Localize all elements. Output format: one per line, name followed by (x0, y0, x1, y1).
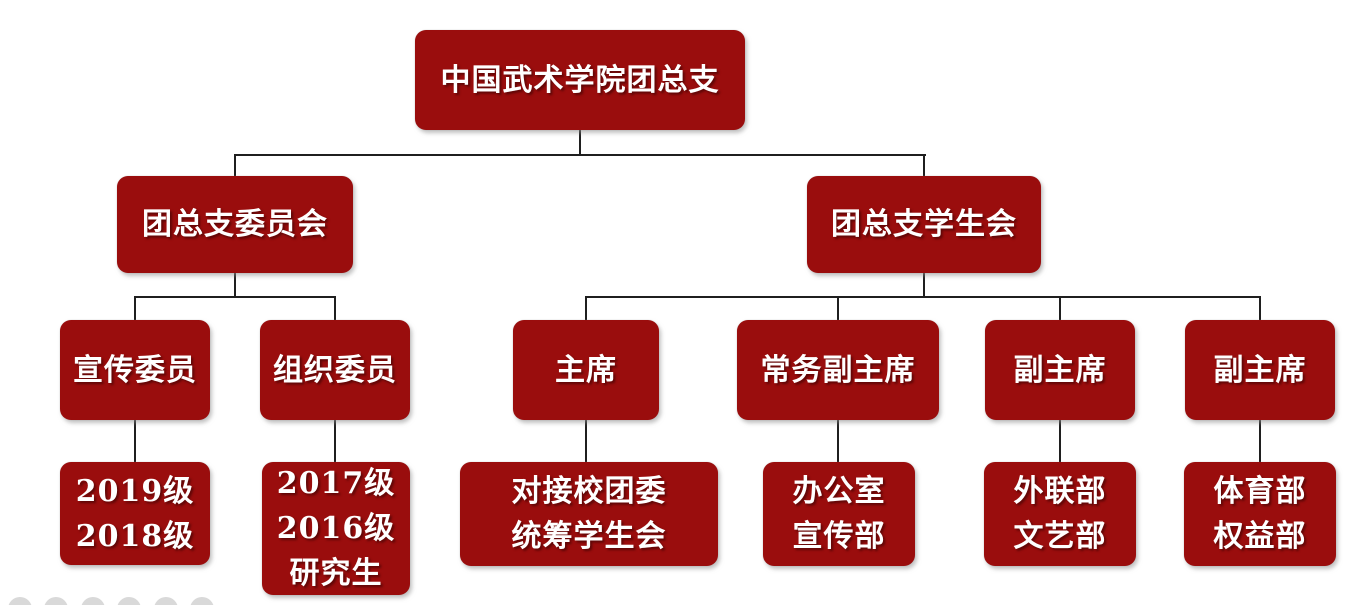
org-node-publicity-member: 宣传委员 (60, 320, 210, 420)
org-node-vice-chairman-2-label: 副主席 (1213, 352, 1307, 388)
connector-committee-bar (134, 296, 336, 298)
org-node-committee-label: 团总支委员会 (142, 207, 328, 242)
org-node-executive-vice-chairman-label: 常务副主席 (760, 352, 916, 388)
connector-exec-vice-depts (837, 420, 839, 462)
org-node-vice1-departments-line1: 外联部 (1013, 474, 1107, 509)
connector-drop-organization (334, 297, 336, 320)
org-node-student-union-label: 团总支学生会 (831, 207, 1017, 242)
org-node-exec-vice-departments-line1: 办公室 (792, 474, 886, 509)
org-node-exec-vice-departments: 办公室 宣传部 (763, 462, 915, 566)
org-node-chairman-label: 主席 (555, 352, 617, 388)
org-node-root: 中国武术学院团总支 (415, 30, 745, 130)
connector-vice1-depts (1059, 420, 1061, 462)
org-node-publicity-member-label: 宣传委员 (73, 352, 197, 388)
org-node-vice2-departments-line1: 体育部 (1213, 474, 1307, 509)
org-node-root-label: 中国武术学院团总支 (440, 62, 720, 98)
decorative-dot (154, 597, 178, 605)
connector-committee-stem (234, 273, 236, 297)
decorative-dot (8, 597, 32, 605)
org-node-vice-chairman-1-label: 副主席 (1013, 352, 1107, 388)
org-node-organization-grades-line3: 研究生 (289, 556, 383, 591)
org-node-publicity-grades-line1: 2019级 (75, 473, 195, 509)
connector-drop-vice-1 (1059, 297, 1061, 320)
org-node-organization-grades: 2017级 2016级 研究生 (262, 462, 410, 595)
org-node-chairman-duties: 对接校团委 统筹学生会 (460, 462, 718, 566)
org-node-chairman-duties-line1: 对接校团委 (511, 474, 667, 509)
org-node-vice1-departments: 外联部 文艺部 (984, 462, 1136, 566)
connector-publicity-grades (134, 420, 136, 462)
org-node-committee: 团总支委员会 (117, 176, 353, 273)
org-node-chairman: 主席 (513, 320, 659, 420)
connector-drop-vice-2 (1259, 297, 1261, 320)
connector-drop-exec-vice (837, 297, 839, 320)
decorative-dot (44, 597, 68, 605)
connector-root-horizontal-bar (234, 154, 926, 156)
org-node-vice1-departments-line2: 文艺部 (1013, 519, 1107, 554)
decorative-dot (81, 597, 105, 605)
connector-drop-chairman (585, 297, 587, 320)
connector-drop-publicity (134, 297, 136, 320)
connector-chairman-duties (585, 420, 587, 462)
org-node-exec-vice-departments-line2: 宣传部 (792, 519, 886, 554)
org-node-vice-chairman-2: 副主席 (1185, 320, 1335, 420)
org-node-executive-vice-chairman: 常务副主席 (737, 320, 939, 420)
org-node-organization-member: 组织委员 (260, 320, 410, 420)
connector-organization-grades (334, 420, 336, 462)
decorative-dot (190, 597, 214, 605)
decorative-dot (117, 597, 141, 605)
org-node-student-union: 团总支学生会 (807, 176, 1041, 273)
org-node-chairman-duties-line2: 统筹学生会 (511, 519, 667, 554)
connector-drop-committee (234, 155, 236, 176)
org-node-publicity-grades-line2: 2018级 (75, 518, 195, 554)
connector-student-union-bar (585, 296, 1261, 298)
org-node-vice2-departments-line2: 权益部 (1213, 519, 1307, 554)
connector-drop-student-union (923, 155, 925, 176)
org-node-publicity-grades: 2019级 2018级 (60, 462, 210, 565)
connector-root-stem (579, 130, 581, 155)
org-node-organization-grades-line1: 2017级 (276, 466, 396, 501)
connector-student-union-stem (923, 273, 925, 297)
org-node-organization-member-label: 组织委员 (273, 352, 397, 388)
org-node-organization-grades-line2: 2016级 (276, 511, 396, 546)
connector-vice2-depts (1259, 420, 1261, 462)
org-node-vice-chairman-1: 副主席 (985, 320, 1135, 420)
org-node-vice2-departments: 体育部 权益部 (1184, 462, 1336, 566)
